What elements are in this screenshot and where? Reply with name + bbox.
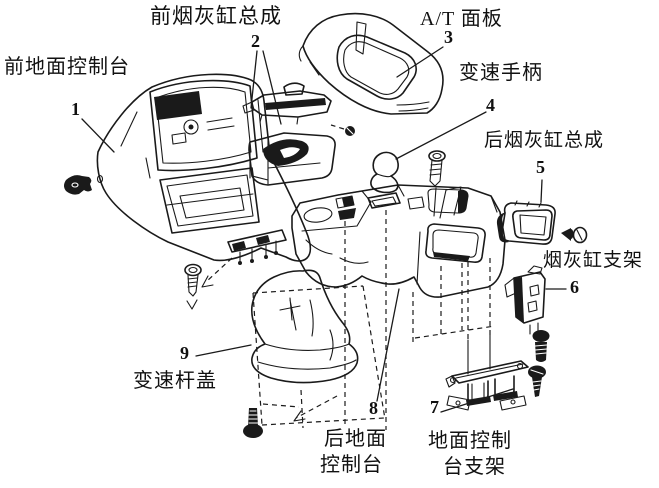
ashtray-bracket-drawing (504, 265, 546, 335)
part-number-3: 3 (444, 27, 453, 47)
screw-boot-drawing (243, 408, 263, 438)
label-at-panel: A/T 面板 (420, 8, 503, 30)
part-number-1: 1 (71, 99, 80, 119)
label-front-ashtray-assembly: 前烟灰缸总成 (150, 4, 282, 28)
label-floor-console-bracket-line2: 台支架 (443, 456, 506, 478)
screw-rear-console-drawing (428, 150, 462, 219)
part-number-4: 4 (486, 95, 495, 115)
part-number-2: 2 (251, 31, 260, 51)
label-shift-lever-cover: 变速杆盖 (133, 370, 217, 392)
front-ashtray-assembly-drawing (242, 82, 336, 186)
label-shift-handle: 变速手柄 (459, 62, 543, 84)
part-number-8: 8 (369, 398, 378, 418)
label-rear-floor-console-line1: 后地面 (324, 428, 387, 450)
label-front-floor-console: 前地面控制台 (4, 56, 130, 78)
part-number-9: 9 (180, 343, 189, 363)
floor-console-bracket-drawing (445, 360, 529, 411)
part-number-6: 6 (570, 277, 579, 297)
at-panel-drawing (298, 12, 444, 115)
bolt-bracket-drawing (532, 330, 550, 362)
clip-fastener-drawing (64, 175, 92, 195)
screw-ashtray-drawing (330, 124, 355, 136)
shift-knob-drawing (370, 151, 399, 194)
rear-floor-console-drawing (291, 184, 506, 430)
label-floor-console-bracket-line1: 地面控制 (428, 430, 512, 452)
rear-ashtray-drawing (496, 200, 556, 245)
part-number-7: 7 (430, 397, 439, 417)
tapping-screw-drawing (528, 365, 546, 397)
screw-front-console-drawing (184, 263, 202, 310)
screw-rear-ashtray-drawing (561, 226, 588, 244)
part-number-5: 5 (536, 157, 545, 177)
front-floor-console-drawing (96, 73, 312, 288)
label-rear-floor-console-line2: 控制台 (320, 454, 383, 476)
label-rear-ashtray-assembly: 后烟灰缸总成 (484, 130, 605, 151)
label-ashtray-bracket: 烟灰缸支架 (543, 250, 644, 271)
shift-lever-cover-drawing (250, 269, 386, 429)
leader-lines (81, 46, 567, 413)
